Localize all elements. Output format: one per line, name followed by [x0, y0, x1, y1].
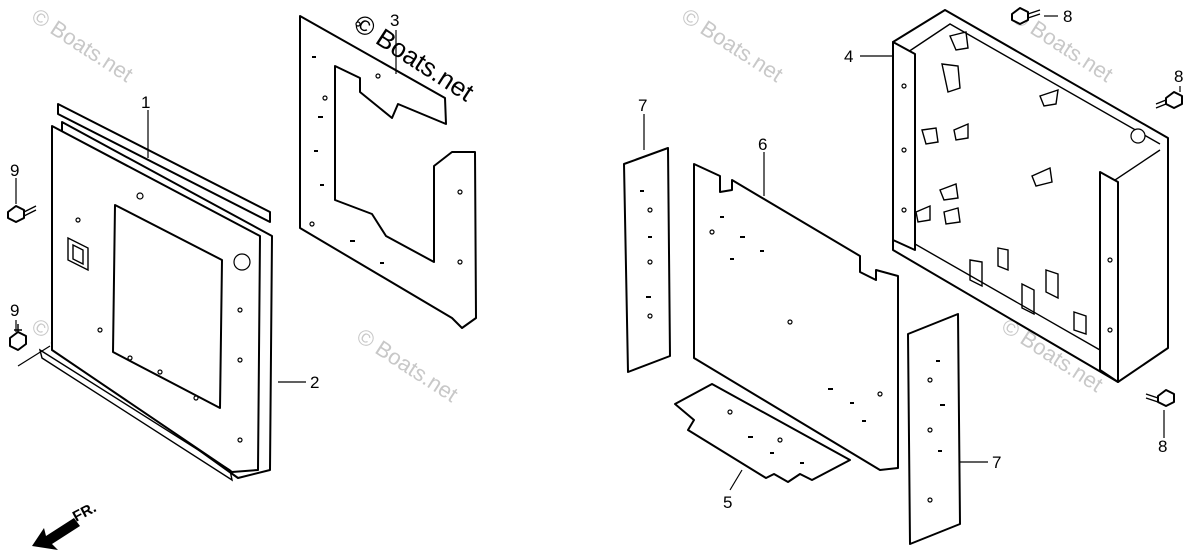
callout-1: 1	[141, 93, 150, 112]
front-arrow-icon	[32, 518, 80, 550]
surface-speckles	[312, 56, 945, 464]
watermark: © Boats.net	[27, 3, 137, 87]
part-5-bottom-plate	[674, 383, 851, 483]
part-6-back-plate	[693, 163, 899, 471]
callout-3: 3	[390, 11, 399, 30]
callout-9-upper: 9	[10, 161, 19, 180]
bolt-8-middle	[1155, 91, 1183, 109]
callout-4: 4	[844, 47, 853, 66]
callout-8-middle: 8	[1174, 67, 1183, 86]
callout-8-bottom: 8	[1158, 437, 1167, 456]
watermark: © Boats.net	[352, 323, 462, 407]
bolt-9-upper	[7, 205, 37, 223]
callouts: 1 2 3 4 5 6 7 7 8 8 8 9 9	[10, 7, 1183, 512]
part-7-side-strip-right	[907, 313, 961, 545]
part-2-front-panel	[38, 121, 273, 482]
callout-9-lower: 9	[10, 301, 19, 320]
part-3-gasket-frame	[299, 15, 477, 329]
callout-8-top: 8	[1063, 7, 1072, 26]
callout-7-right: 7	[992, 453, 1001, 472]
callout-7-left: 7	[638, 96, 647, 115]
callout-2: 2	[310, 373, 319, 392]
leader-lines	[15, 15, 1181, 491]
bolt-9-lower	[9, 324, 27, 351]
part-1-seal-strip	[57, 103, 271, 223]
front-direction-indicator: FR.	[32, 499, 99, 550]
bolt-8-top	[1011, 7, 1041, 25]
callout-6: 6	[758, 135, 767, 154]
part-4-housing-box	[892, 9, 1169, 383]
bolt-8-bottom	[1145, 389, 1175, 407]
part-7-side-strip-left	[623, 147, 671, 373]
watermark: © Boats.net	[677, 3, 787, 87]
callout-5: 5	[723, 493, 732, 512]
